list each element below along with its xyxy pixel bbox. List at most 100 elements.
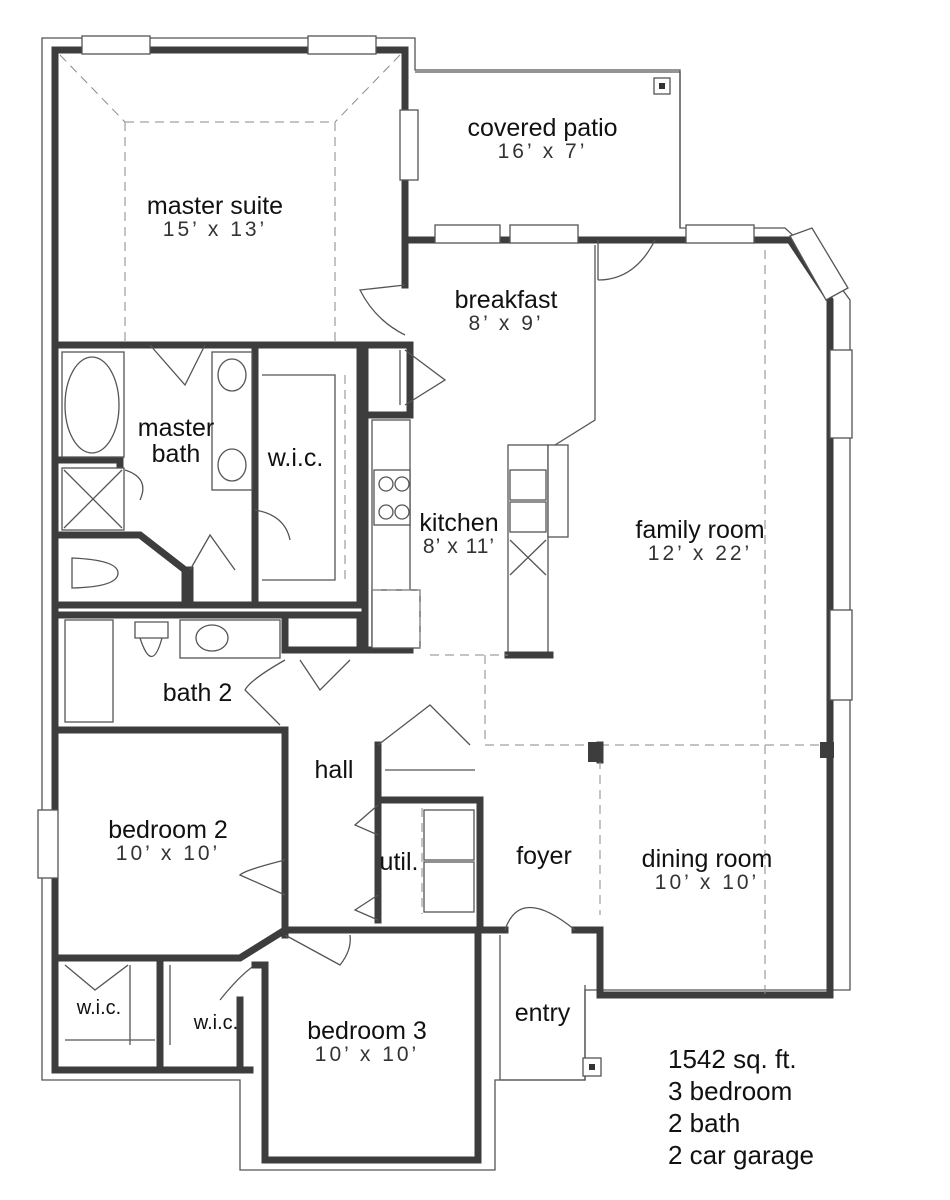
sink xyxy=(217,358,247,392)
wall xyxy=(56,726,289,939)
room-kitchen: kitchen 8’ x 11’ xyxy=(410,510,508,558)
bathtub xyxy=(64,619,114,723)
room-dims: 8’ x 9’ xyxy=(468,312,544,336)
wall xyxy=(56,341,414,414)
plan-summary: 1542 sq. ft. 3 bedroom 2 bath 2 car gara… xyxy=(668,1043,814,1171)
door-swing xyxy=(284,934,351,966)
room-name: master suite xyxy=(146,192,284,220)
closet-shelf xyxy=(65,965,171,1045)
closet-shelf xyxy=(262,374,336,581)
range xyxy=(373,469,411,526)
bathtub-basin xyxy=(64,356,120,454)
dryer xyxy=(423,861,475,913)
room-covered-patio: covered patio 16’ x 7’ xyxy=(445,115,640,163)
ceiling-line xyxy=(59,54,401,345)
room-family-room: family room 12’ x 22’ xyxy=(610,517,790,565)
room-bath-2: bath 2 xyxy=(162,679,233,707)
room-dims: 12’ x 22’ xyxy=(647,542,753,566)
entry-edge xyxy=(499,935,586,1081)
bedroom-count: 3 bedroom xyxy=(668,1076,793,1106)
room-util: util. xyxy=(379,848,419,876)
room-dims: 10’ x 10’ xyxy=(314,1043,420,1067)
wall xyxy=(56,925,290,962)
room-bedroom-3: bedroom 3 10’ x 10’ xyxy=(287,1018,447,1066)
room-name: family room xyxy=(635,516,765,544)
door-swing xyxy=(254,509,291,541)
wall xyxy=(56,456,124,469)
door-swing xyxy=(244,659,286,726)
room-entry: entry xyxy=(514,999,571,1027)
toilet xyxy=(71,557,119,589)
door-swing xyxy=(64,964,129,991)
door-swing xyxy=(597,239,656,281)
sink xyxy=(509,469,547,501)
square-footage: 1542 sq. ft. xyxy=(668,1044,797,1074)
wall xyxy=(361,346,414,419)
window xyxy=(307,35,377,55)
room-dims: 8’ x 11’ xyxy=(422,535,496,559)
room-bedroom-2-wic: w.i.c. xyxy=(76,997,122,1019)
door-swing xyxy=(189,533,236,571)
room-dims: 16’ x 7’ xyxy=(497,140,588,164)
door-swing xyxy=(353,894,379,921)
room-dims: 10’ x 10’ xyxy=(654,871,760,895)
room-breakfast: breakfast 8’ x 9’ xyxy=(436,287,576,335)
window xyxy=(37,809,59,879)
room-master-bath: master bath xyxy=(137,414,215,469)
washer xyxy=(423,809,475,861)
front-door xyxy=(504,907,576,931)
sink xyxy=(195,624,229,652)
window xyxy=(789,227,849,301)
toilet xyxy=(134,621,169,658)
room-bedroom-3-wic: w.i.c. xyxy=(193,1012,239,1034)
room-dims: 15’ x 13’ xyxy=(162,218,268,242)
sink xyxy=(217,448,247,482)
wall xyxy=(281,741,484,934)
wall xyxy=(56,611,364,654)
door-swing xyxy=(377,704,471,746)
door-swing xyxy=(359,284,406,336)
window xyxy=(81,35,151,55)
wall xyxy=(51,46,254,1074)
wall xyxy=(251,341,364,609)
garage-info: 2 car garage xyxy=(668,1140,814,1170)
room-foyer: foyer xyxy=(516,842,572,870)
sink xyxy=(509,501,547,533)
door-swing xyxy=(219,964,256,1001)
wall xyxy=(56,531,189,609)
vanity xyxy=(179,619,281,659)
window xyxy=(399,109,419,181)
door-swing xyxy=(124,469,144,501)
door-swing xyxy=(299,659,351,692)
room-name: kitchen xyxy=(419,509,499,537)
wall xyxy=(361,411,414,654)
bar xyxy=(547,444,569,538)
room-name: dining room xyxy=(641,845,773,873)
refrigerator xyxy=(371,589,421,649)
window xyxy=(685,224,755,244)
window xyxy=(829,609,853,701)
window xyxy=(829,349,853,439)
room-name: bedroom 3 xyxy=(307,1017,427,1045)
room-hall: hall xyxy=(314,756,354,784)
room-dims: 10’ x 10’ xyxy=(115,842,221,866)
wall xyxy=(251,926,494,1164)
window xyxy=(509,224,579,244)
room-bedroom-2: bedroom 2 10’ x 10’ xyxy=(88,817,248,865)
door-swing xyxy=(353,804,379,836)
open-line xyxy=(430,250,830,995)
room-name: breakfast xyxy=(454,286,558,314)
room-master-wic: w.i.c. xyxy=(267,444,324,472)
room-dining-room: dining room 10’ x 10’ xyxy=(622,846,792,894)
room-name: bedroom 2 xyxy=(108,816,228,844)
window xyxy=(434,224,501,244)
room-name: covered patio xyxy=(467,114,618,142)
room-master-suite: master suite 15’ x 13’ xyxy=(140,193,290,241)
dishwasher xyxy=(509,539,547,576)
door-swing xyxy=(399,349,447,406)
open-line xyxy=(554,245,596,446)
wall xyxy=(401,236,834,999)
door-swing xyxy=(238,859,286,896)
door-swing xyxy=(149,344,206,387)
